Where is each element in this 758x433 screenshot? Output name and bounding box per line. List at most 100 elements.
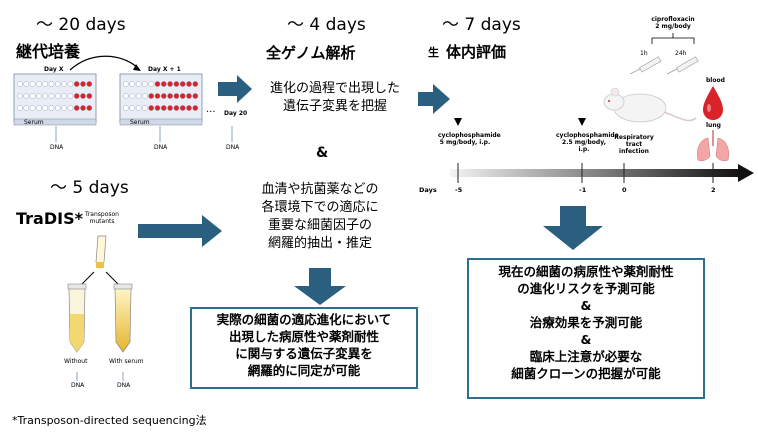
plate-well xyxy=(129,81,136,87)
split-arrow-left xyxy=(79,271,95,287)
plate-well xyxy=(179,81,186,87)
tick-minus1: -1 xyxy=(579,186,587,194)
mid-result-box: 実際の細菌の適応進化において 出現した病原性や薬剤耐性 に関与する遺伝子変異を … xyxy=(190,307,418,389)
cipro-label: ciprofloxacin 2 mg/body xyxy=(651,16,695,30)
plate-well xyxy=(179,93,186,99)
plate-well xyxy=(86,105,93,111)
arrow-tradis-to-mid xyxy=(138,215,222,247)
cyclo-label-2: cyclophosphamide 2.5 mg/body, i.p. xyxy=(556,132,619,153)
tube-with-serum xyxy=(113,283,133,353)
plate-well xyxy=(154,81,161,87)
plate-well xyxy=(17,93,23,99)
plate-well xyxy=(148,81,154,87)
day-x1-label: Day X + 1 xyxy=(148,66,181,73)
duration-4-days: ～ 4 days xyxy=(287,15,366,35)
plate-well xyxy=(186,105,192,111)
transfer-curve xyxy=(69,55,139,71)
serum-label-1: Serum xyxy=(24,119,44,126)
plate-well xyxy=(160,81,167,87)
plate-well xyxy=(23,105,30,111)
plate-well xyxy=(48,105,55,111)
plate-well xyxy=(135,81,142,87)
plate-well xyxy=(135,93,142,99)
tick-0: 0 xyxy=(622,186,627,194)
day20-label: Day 20 xyxy=(224,110,248,117)
right-box-line-4: 臨床上注意が必要な xyxy=(529,349,643,364)
footnote: *Transposon-directed sequencing法 xyxy=(12,414,207,427)
time-1h: 1h xyxy=(640,50,648,57)
plate-well xyxy=(55,81,61,87)
plate-well xyxy=(55,105,61,111)
plate-well xyxy=(86,81,93,87)
plate-well xyxy=(48,81,55,87)
tick-minus5: -5 xyxy=(455,186,463,194)
plate-well xyxy=(192,93,199,99)
plate-well xyxy=(135,105,142,111)
blood-drop-icon xyxy=(703,86,723,120)
plate-well xyxy=(55,93,61,99)
blood-label: blood xyxy=(706,77,725,84)
infection-label: Respiratory tract infection xyxy=(614,134,654,155)
plate-well xyxy=(61,93,67,99)
syringe-1h xyxy=(629,56,662,75)
plate-well xyxy=(67,105,74,111)
dna-label-5: DNA xyxy=(117,382,131,389)
plate-well xyxy=(42,93,49,99)
lung-label: lung xyxy=(706,122,721,129)
plate-well xyxy=(29,93,36,99)
wgs-text-1: 進化の過程で出現した 遺伝子変異を把握 xyxy=(269,81,400,114)
plate-well xyxy=(123,105,129,111)
plate-well xyxy=(142,93,148,99)
mouse-illustration xyxy=(603,87,697,123)
plate-well xyxy=(173,93,180,99)
plate-well xyxy=(80,93,86,99)
plate-well xyxy=(73,105,80,111)
cyclo-label-1: cyclophosphamide 5 mg/body, i.p. xyxy=(438,132,501,146)
days-label: Days xyxy=(419,186,437,194)
duration-5-days: ～ 5 days xyxy=(50,178,129,198)
time-24h: 24h xyxy=(675,50,687,57)
plate-well xyxy=(67,93,74,99)
plate-well xyxy=(167,93,173,99)
plate-well xyxy=(154,93,161,99)
plate-well xyxy=(160,105,167,111)
plate-well xyxy=(148,93,154,99)
duration-7-days: ～ 7 days xyxy=(442,15,521,35)
plate-well xyxy=(129,93,136,99)
plate-well xyxy=(173,105,180,111)
plate-well xyxy=(29,81,36,87)
right-box-line-2: の進化リスクを予測可能 xyxy=(517,281,655,296)
cipro-bracket xyxy=(651,33,695,44)
plate-well xyxy=(67,81,74,87)
right-box-amp-1: & xyxy=(580,298,592,313)
plate-well xyxy=(123,93,129,99)
plate-well xyxy=(36,81,42,87)
plate-well xyxy=(42,105,49,111)
right-box-amp-2: & xyxy=(580,332,592,347)
plate-well xyxy=(192,81,199,87)
right-box-line-5: 細菌クローンの把握が可能 xyxy=(511,366,661,381)
serum-label-2: Serum xyxy=(130,119,150,126)
plate-well xyxy=(148,105,154,111)
plate-well xyxy=(23,93,30,99)
ampersand-mid: & xyxy=(316,145,329,161)
plate-well xyxy=(142,105,148,111)
dna-label-1: DNA xyxy=(50,144,64,151)
plate-well xyxy=(179,105,186,111)
plate-well xyxy=(160,93,167,99)
plate-well xyxy=(86,93,93,99)
tube-without-serum xyxy=(67,283,87,353)
transposon-mutants-label: Transposon mutants xyxy=(85,211,119,225)
ellipsis: ... xyxy=(206,104,216,115)
plate-well xyxy=(186,93,192,99)
subculture-title: 継代培養 xyxy=(16,42,81,61)
arrow-down-mid xyxy=(294,268,346,305)
plate-well xyxy=(80,105,86,111)
syringe-24h xyxy=(666,56,699,75)
day-x-label: Day X xyxy=(44,66,64,73)
tradis-label: TraDIS* xyxy=(16,209,83,228)
lung-icon xyxy=(697,130,729,162)
plate-well xyxy=(173,81,180,87)
dna-label-4: DNA xyxy=(71,382,85,389)
